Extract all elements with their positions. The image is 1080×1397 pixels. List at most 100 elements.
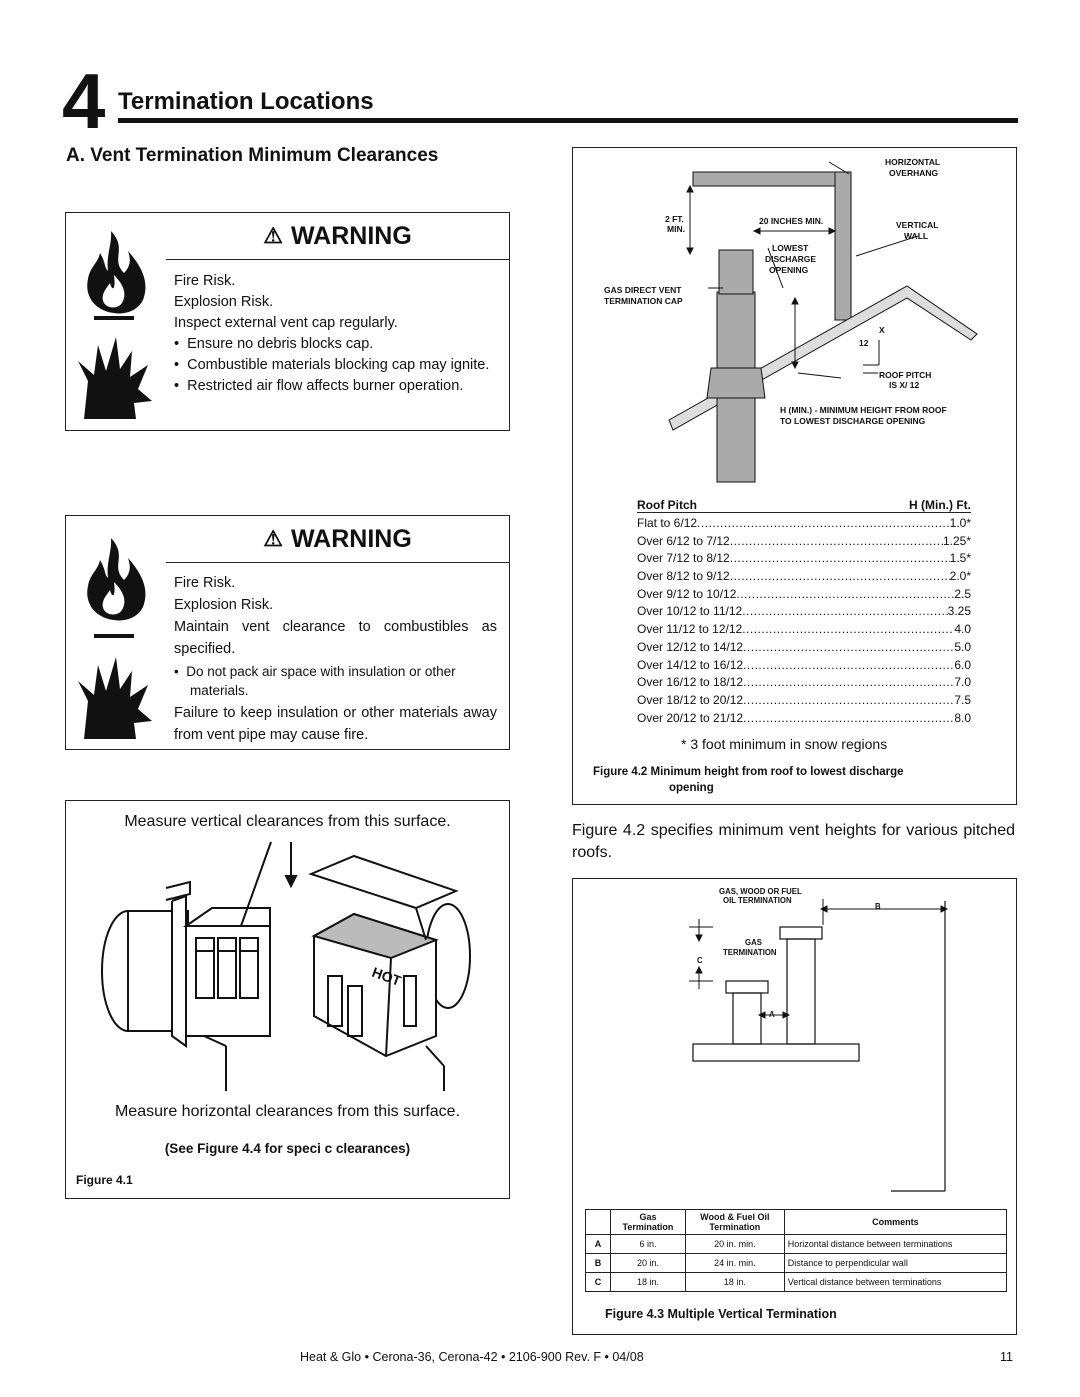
pitch-value: Over 12/12 to 14/12 <box>637 639 744 654</box>
leader-dots: ........................................… <box>729 533 943 548</box>
warning-heading: ⚠ WARNING <box>166 213 509 260</box>
page-number: 11 <box>1000 1350 1013 1364</box>
table-header: Wood & Fuel Oil Termination <box>684 1209 785 1235</box>
snow-footnote: * 3 foot minimum in snow regions <box>681 736 888 752</box>
vent-cap-illustration: HOT <box>101 841 471 1091</box>
flame-icon <box>87 538 146 638</box>
warning-triangle-icon: ⚠ <box>263 223 283 248</box>
svg-text:A: A <box>769 1010 775 1019</box>
leader-dots: ........................................… <box>743 710 955 725</box>
warning-line: Fire Risk. <box>174 575 236 591</box>
warning-line: Maintain vent clearance to combustibles … <box>174 619 497 657</box>
chapter-number: 4 <box>62 57 106 145</box>
pitch-row: Flat to 6/12............................… <box>637 515 971 533</box>
warning-line: Inspect external vent cap regularly. <box>174 315 398 331</box>
warning-text: Fire Risk. Explosion Risk. Inspect exter… <box>174 271 497 397</box>
section-title: A. Vent Termination Minimum Clearances <box>66 145 439 166</box>
pitch-row: Over 6/12 to 7/12.......................… <box>637 533 971 551</box>
pitch-value: Over 8/12 to 9/12 <box>637 569 730 584</box>
explosion-icon <box>78 337 152 419</box>
termination-table: Gas Termination Wood & Fuel Oil Terminat… <box>585 1209 1008 1292</box>
svg-text:OVERHANG: OVERHANG <box>889 168 939 178</box>
table-row: C 18 in. 18 in. Vertical distance betwee… <box>585 1272 1008 1292</box>
warning-box-2: ⚠ WARNING Fire Risk. Explosion Risk. Mai… <box>65 515 510 750</box>
warning-icons <box>66 516 166 749</box>
height-value: 1.0* <box>949 516 971 530</box>
svg-text:GAS: GAS <box>745 938 762 947</box>
height-value: 5.0 <box>954 639 971 654</box>
multiple-termination-diagram: GAS, WOOD OR FUEL OIL TERMINATION B GAS … <box>689 887 949 1192</box>
pitch-row: Over 11/12 to 12/12.....................… <box>637 621 971 639</box>
svg-text:C: C <box>697 956 703 965</box>
warning-text: Fire Risk. Explosion Risk. Maintain vent… <box>174 572 497 746</box>
figure-4-3-caption: Figure 4.3 Multiple Vertical Termination <box>605 1307 837 1321</box>
chapter-title: Termination Locations <box>118 88 374 115</box>
height-value: 2.0* <box>949 569 971 584</box>
warning-triangle-icon: ⚠ <box>263 526 283 551</box>
pitch-row: Over 14/12 to 16/12.....................… <box>637 657 971 675</box>
horizontal-clearance-caption: Measure horizontal clearances from this … <box>114 1103 461 1120</box>
svg-text:DISCHARGE: DISCHARGE <box>765 254 816 264</box>
table-row: A 6 in. 20 in. min. Horizontal distance … <box>585 1234 1008 1254</box>
svg-text:VERTICAL: VERTICAL <box>896 220 939 230</box>
chapter-rule <box>118 118 1018 123</box>
warning-icons <box>66 213 166 430</box>
warning-line: Explosion Risk. <box>174 294 274 310</box>
svg-text:H (MIN.) - MINIMUM HEIGHT FROM: H (MIN.) - MINIMUM HEIGHT FROM ROOF <box>780 405 947 415</box>
pitch-value: Over 18/12 to 20/12 <box>637 692 744 707</box>
height-value: 8.0 <box>954 710 971 725</box>
see-figure-note: (See Figure 4.4 for speci c clearances) <box>164 1141 411 1156</box>
warning-label: WARNING <box>290 524 412 553</box>
svg-text:WALL: WALL <box>904 231 928 241</box>
vertical-clearance-caption: Measure vertical clearances from this su… <box>124 813 451 830</box>
svg-text:GAS, WOOD OR FUEL: GAS, WOOD OR FUEL <box>719 887 802 896</box>
leader-dots: ........................................… <box>697 516 950 530</box>
leader-dots: ........................................… <box>743 657 955 672</box>
leader-dots: ........................................… <box>742 604 947 619</box>
svg-text:X: X <box>879 325 885 335</box>
warning-bullet: • Restricted air flow affects burner ope… <box>174 378 464 394</box>
svg-text:TERMINATION CAP: TERMINATION CAP <box>604 296 683 306</box>
height-column-header: H (Min.) Ft. <box>909 498 971 512</box>
diagram-labels: GAS, WOOD OR FUEL OIL TERMINATION B GAS … <box>697 887 881 1019</box>
leader-dots: ........................................… <box>743 639 955 654</box>
pitch-row: Over 12/12 to 14/12.....................… <box>637 639 971 657</box>
warning-bullet: • Combustible materials blocking cap may… <box>174 357 490 373</box>
height-value: 1.5* <box>949 551 971 566</box>
warning-bullet: • Ensure no debris blocks cap. <box>174 336 374 352</box>
figure-4-2: HORIZONTAL OVERHANG 2 FT. MIN. 20 INCHES… <box>572 147 1017 805</box>
svg-text:20 INCHES MIN.: 20 INCHES MIN. <box>759 216 823 226</box>
table-header <box>585 1209 611 1235</box>
svg-text:MIN.: MIN. <box>667 224 685 234</box>
pitch-value: Over 7/12 to 8/12 <box>637 551 730 566</box>
warning-label: WARNING <box>290 221 412 250</box>
pitch-value: Over 11/12 to 12/12 <box>637 622 743 637</box>
warning-bullet: • Do not pack air space with insulation … <box>174 664 456 698</box>
height-value: 4.0 <box>954 622 971 637</box>
pitch-value: Over 10/12 to 11/12 <box>637 604 743 619</box>
svg-text:12: 12 <box>859 338 869 348</box>
page-footer: Heat & Glo • Cerona-36, Cerona-42 • 2106… <box>300 1350 644 1364</box>
height-value: 2.5 <box>954 586 971 601</box>
svg-text:ROOF PITCH: ROOF PITCH <box>879 370 931 380</box>
table-header: Comments <box>783 1209 1008 1235</box>
height-value: 7.5 <box>954 692 971 707</box>
svg-text:GAS DIRECT VENT: GAS DIRECT VENT <box>604 285 682 295</box>
pitch-value: Over 6/12 to 7/12 <box>637 533 730 548</box>
pitch-row: Over 18/12 to 20/12.....................… <box>637 692 971 710</box>
height-value: 7.0 <box>954 675 971 690</box>
leader-dots: ........................................… <box>742 622 955 637</box>
pitch-row: Over 7/12 to 8/12.......................… <box>637 550 971 568</box>
svg-text:TO LOWEST DISCHARGE OPENING: TO LOWEST DISCHARGE OPENING <box>780 416 926 426</box>
leader-dots: ........................................… <box>736 586 955 601</box>
explosion-icon <box>78 657 152 739</box>
figure-4-2-caption: Figure 4.2 Minimum height from roof to l… <box>593 766 904 794</box>
pitch-row: Over 8/12 to 9/12.......................… <box>637 568 971 586</box>
height-value: 3.25 <box>947 604 971 619</box>
svg-text:HORIZONTAL: HORIZONTAL <box>885 157 940 167</box>
pitch-row: Over 10/12 to 11/12.....................… <box>637 603 971 621</box>
warning-heading: ⚠ WARNING <box>166 516 509 563</box>
diagram-labels: HORIZONTAL OVERHANG 2 FT. MIN. 20 INCHES… <box>604 157 947 426</box>
pitch-value: Over 20/12 to 21/12 <box>637 710 744 725</box>
pitch-row: Over 9/12 to 10/12......................… <box>637 586 971 604</box>
